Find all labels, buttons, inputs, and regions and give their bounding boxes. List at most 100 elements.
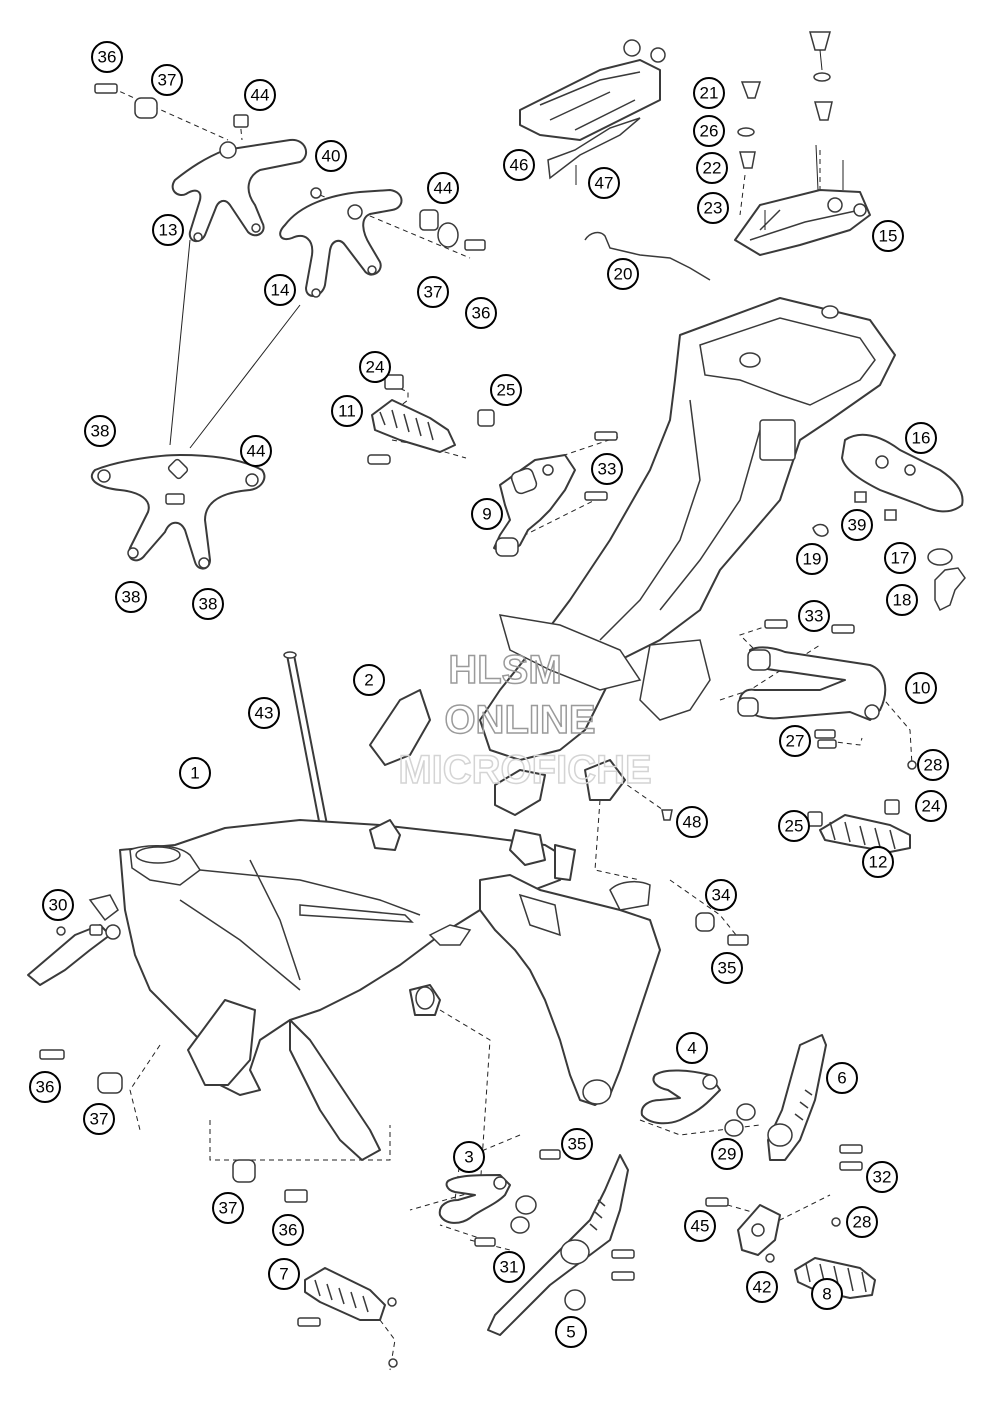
callout-c8: 8 (811, 1278, 843, 1310)
svg-text:38: 38 (122, 588, 141, 607)
svg-text:15: 15 (879, 227, 898, 246)
svg-text:35: 35 (568, 1135, 587, 1154)
svg-text:47: 47 (595, 174, 614, 193)
svg-text:21: 21 (700, 84, 719, 103)
svg-text:40: 40 (322, 147, 341, 166)
svg-text:36: 36 (98, 48, 117, 67)
bracket-10 (737, 619, 887, 739)
svg-text:18: 18 (893, 591, 912, 610)
rod-43 (283, 651, 331, 843)
svg-text:23: 23 (704, 199, 723, 218)
svg-text:26: 26 (700, 122, 719, 141)
callout-c32: 32 (866, 1161, 898, 1193)
callout-c28a: 28 (917, 749, 949, 781)
callout-c13: 13 (152, 214, 184, 246)
svg-text:1: 1 (190, 764, 199, 783)
callout-c12: 12 (862, 846, 894, 878)
svg-text:19: 19 (803, 550, 822, 569)
callouts: 1 2 3 4 5 6 7 8 9 10 11 12 13 14 15 16 1… (29, 41, 949, 1348)
callout-c19: 19 (796, 543, 828, 575)
svg-text:44: 44 (247, 442, 266, 461)
svg-text:4: 4 (687, 1039, 696, 1058)
svg-text:24: 24 (366, 358, 385, 377)
callout-c21: 21 (693, 77, 725, 109)
svg-text:36: 36 (472, 304, 491, 323)
watermark-line-3: MICROFICHE (398, 748, 651, 792)
svg-text:11: 11 (338, 402, 356, 421)
svg-text:44: 44 (434, 179, 453, 198)
callout-c3: 3 (453, 1141, 485, 1173)
subframe (369, 297, 896, 816)
callout-c28b: 28 (846, 1206, 878, 1238)
bracket-16 (812, 433, 966, 612)
bracket-14 (279, 189, 403, 298)
callout-c38a: 38 (84, 415, 116, 447)
svg-text:44: 44 (251, 86, 270, 105)
callout-c22: 22 (696, 152, 728, 184)
callout-c17: 17 (884, 542, 916, 574)
svg-text:8: 8 (822, 1285, 831, 1304)
bottom-left-hardware (39, 1049, 308, 1203)
bracket-13 (171, 138, 308, 243)
callout-c5: 5 (555, 1316, 587, 1348)
watermark-line-2: ONLINE (444, 698, 595, 742)
watermark: HLSM ONLINE MICROFICHE (398, 647, 653, 793)
svg-text:20: 20 (614, 265, 633, 284)
svg-text:28: 28 (924, 756, 943, 775)
svg-text:34: 34 (712, 886, 731, 905)
svg-text:36: 36 (36, 1078, 55, 1097)
svg-text:45: 45 (691, 1217, 710, 1236)
svg-text:33: 33 (805, 607, 824, 626)
lever-6 (767, 1034, 863, 1171)
tray-15 (734, 31, 871, 256)
svg-text:37: 37 (90, 1110, 109, 1129)
callout-c23: 23 (697, 192, 729, 224)
callout-c39: 39 (841, 509, 873, 541)
svg-text:30: 30 (49, 896, 68, 915)
callout-c36a: 36 (91, 41, 123, 73)
svg-text:35: 35 (718, 959, 737, 978)
callout-c44a: 44 (244, 79, 276, 111)
callout-c24b: 24 (915, 790, 947, 822)
svg-text:37: 37 (424, 283, 443, 302)
callout-c46: 46 (503, 149, 535, 181)
callout-c10: 10 (905, 672, 937, 704)
callout-c48: 48 (676, 806, 708, 838)
svg-text:33: 33 (598, 460, 617, 479)
callout-c31: 31 (493, 1251, 525, 1283)
callout-c37a: 37 (151, 64, 183, 96)
svg-text:37: 37 (158, 71, 177, 90)
svg-text:32: 32 (873, 1168, 892, 1187)
callout-c45: 45 (684, 1210, 716, 1242)
svg-text:39: 39 (848, 516, 867, 535)
callout-c42: 42 (746, 1271, 778, 1303)
svg-text:36: 36 (279, 1221, 298, 1240)
callout-c36d: 36 (272, 1214, 304, 1246)
svg-text:10: 10 (912, 679, 931, 698)
svg-text:16: 16 (912, 429, 931, 448)
svg-text:42: 42 (753, 1278, 772, 1297)
callout-c25a: 25 (490, 374, 522, 406)
svg-text:37: 37 (219, 1199, 238, 1218)
callout-c44b: 44 (427, 172, 459, 204)
svg-text:5: 5 (566, 1323, 575, 1342)
callout-c27: 27 (779, 725, 811, 757)
main-frame (27, 819, 661, 1161)
callout-c20: 20 (607, 258, 639, 290)
callout-c2: 2 (353, 664, 385, 696)
footrest-11 (367, 374, 495, 465)
callout-c43: 43 (248, 697, 280, 729)
callout-c33b: 33 (798, 600, 830, 632)
footrest-7 (297, 1267, 398, 1368)
svg-text:28: 28 (853, 1213, 872, 1232)
callout-c38b: 38 (115, 581, 147, 613)
callout-c33a: 33 (591, 453, 623, 485)
svg-text:38: 38 (199, 595, 218, 614)
bracket-4 (640, 1069, 756, 1137)
callout-c36c: 36 (29, 1071, 61, 1103)
svg-text:17: 17 (891, 549, 910, 568)
callout-c35b: 35 (561, 1128, 593, 1160)
svg-text:48: 48 (683, 813, 702, 832)
callout-c1: 1 (179, 757, 211, 789)
